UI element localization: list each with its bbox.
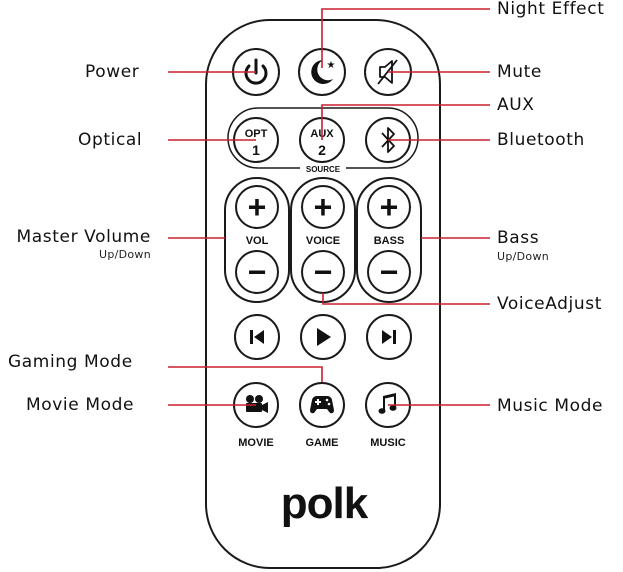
callout-bluetooth: Bluetooth <box>497 130 585 150</box>
aux-number: 2 <box>318 142 326 158</box>
leader-lines <box>168 8 490 406</box>
previous-button[interactable] <box>234 314 280 360</box>
callout-mute: Mute <box>497 62 542 82</box>
optical-label: OPT <box>245 128 268 140</box>
callout-master-volume: Master Volume <box>16 227 151 247</box>
callout-power: Power <box>85 62 140 82</box>
volume-plus-icon: + <box>248 189 267 225</box>
callout-bass: Bass <box>497 228 540 248</box>
voice-down-button[interactable]: − <box>301 250 345 294</box>
skip-next-icon <box>382 330 396 344</box>
bass-minus-icon: − <box>380 254 399 290</box>
callout-music-mode: Music Mode <box>497 396 604 416</box>
mute-icon <box>377 59 398 85</box>
skip-previous-icon <box>250 330 264 344</box>
music-mode-button[interactable]: MUSIC <box>365 382 411 449</box>
game-label: GAME <box>306 437 339 449</box>
callout-optical: Optical <box>78 130 143 150</box>
moon-icon: ★ <box>311 60 336 84</box>
gamepad-icon <box>310 396 334 414</box>
volume-minus-icon: − <box>248 254 267 290</box>
bass-rocker[interactable]: + BASS − <box>356 177 422 303</box>
callout-bass-sub: Up/Down <box>497 250 550 263</box>
voice-rocker[interactable]: + VOICE − <box>290 177 356 303</box>
voice-plus-icon: + <box>314 189 333 225</box>
volume-up-button[interactable]: + <box>235 185 279 229</box>
volume-rocker[interactable]: + VOL − <box>224 177 290 303</box>
callout-master-volume-sub: Up/Down <box>98 248 151 261</box>
movie-mode-button[interactable]: MOVIE <box>233 382 279 449</box>
svg-text:★: ★ <box>327 60 336 71</box>
music-label: MUSIC <box>370 437 406 449</box>
brand-logo: polk <box>281 479 369 528</box>
bass-plus-icon: + <box>380 189 399 225</box>
music-note-icon <box>378 393 397 414</box>
leader-voice-adjust <box>322 293 490 305</box>
callout-aux: AUX <box>497 95 535 115</box>
voice-label: VOICE <box>306 235 340 247</box>
callout-voice-adjust: VoiceAdjust <box>497 294 602 314</box>
callout-night-effect: Night Effect <box>497 0 605 19</box>
bass-label: BASS <box>374 235 405 247</box>
optical-number: 1 <box>252 142 260 158</box>
movie-label: MOVIE <box>238 437 273 449</box>
leader-night-effect <box>321 8 490 68</box>
bass-up-button[interactable]: + <box>367 185 411 229</box>
game-mode-button[interactable]: GAME <box>299 382 345 449</box>
volume-down-button[interactable]: − <box>235 250 279 294</box>
leader-gaming-mode <box>168 366 323 382</box>
leader-aux <box>321 104 490 140</box>
next-button[interactable] <box>366 314 412 360</box>
voice-minus-icon: − <box>314 254 333 290</box>
volume-label: VOL <box>246 235 269 247</box>
bass-down-button[interactable]: − <box>367 250 411 294</box>
callout-gaming-mode: Gaming Mode <box>8 352 133 372</box>
night-effect-button[interactable]: ★ <box>298 48 346 96</box>
source-label: SOURCE <box>306 165 341 174</box>
play-icon <box>317 328 331 346</box>
callout-movie-mode: Movie Mode <box>26 395 135 415</box>
voice-up-button[interactable]: + <box>301 185 345 229</box>
play-button[interactable] <box>300 314 346 360</box>
